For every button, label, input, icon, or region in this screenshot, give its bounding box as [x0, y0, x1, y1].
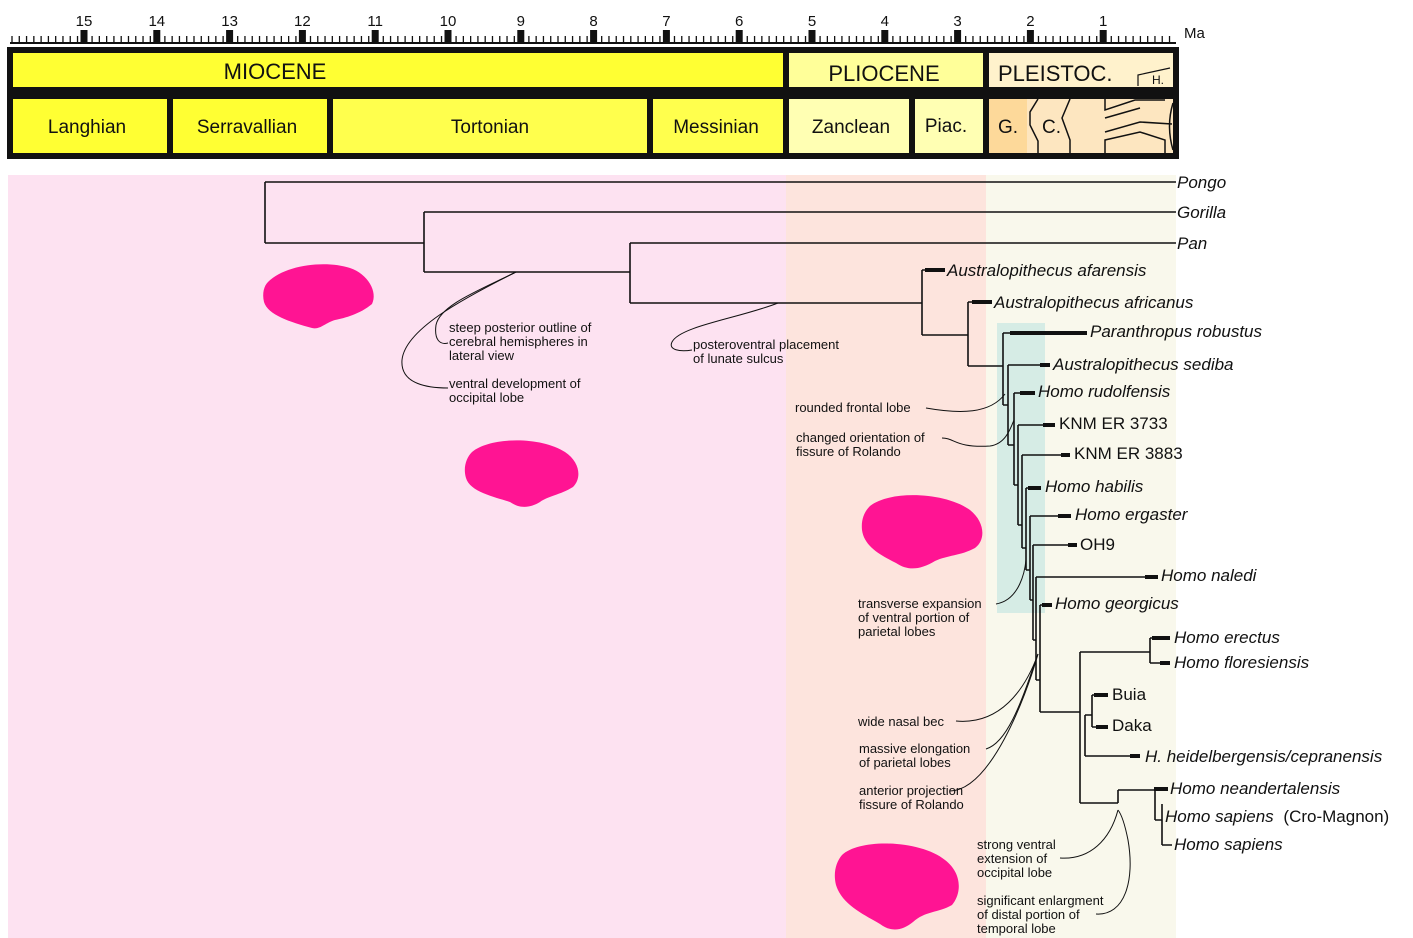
taxon-sapiens: Homo sapiens [1174, 835, 1283, 854]
tick-label-15: 15 [76, 13, 93, 30]
note-frontal-1: rounded frontal lobe [795, 400, 911, 415]
homo-highlight-zone [997, 323, 1045, 613]
note-parietal-1: transverse expansion [858, 596, 982, 611]
tick-label-12: 12 [294, 13, 311, 30]
major-tick-5 [809, 30, 816, 43]
stage-gelasian-label: G. [998, 117, 1018, 138]
note-elong-1: massive elongation [859, 741, 970, 756]
taxon-robustus: Paranthropus robustus [1090, 322, 1262, 341]
taxon-erectus: Homo erectus [1174, 628, 1280, 647]
major-tick-13 [226, 30, 233, 43]
taxon-pongo: Pongo [1177, 173, 1226, 192]
tick-label-13: 13 [221, 13, 238, 30]
taxon-rudolfensis: Homo rudolfensis [1038, 382, 1171, 401]
note-rolando-2: fissure of Rolando [796, 444, 901, 459]
miocene-zone [8, 175, 786, 938]
taxon-oh9: OH9 [1080, 535, 1115, 554]
taxon-floresiensis: Homo floresiensis [1174, 653, 1310, 672]
note-parietal-3: parietal lobes [858, 624, 936, 639]
stage-messinian-label: Messinian [673, 117, 759, 138]
note-antproj-1: anterior projection [859, 783, 963, 798]
stage-piacenzian-label: Piac. [925, 116, 967, 137]
note-parietal-2: of ventral portion of [858, 610, 970, 625]
epoch-pliocene-label: PLIOCENE [828, 61, 939, 86]
tick-label-4: 4 [881, 13, 889, 30]
major-tick-3 [954, 30, 961, 43]
tick-label-6: 6 [735, 13, 743, 30]
note-occip-3: occipital lobe [977, 865, 1052, 880]
major-tick-10 [445, 30, 452, 43]
note-steep-2: cerebral hemispheres in [449, 334, 588, 349]
taxon-sapiens-cromagnon-suffix: (Cro-Magnon) [1283, 807, 1389, 826]
major-tick-2 [1027, 30, 1034, 43]
major-tick-14 [153, 30, 160, 43]
note-nasal-1: wide nasal bec [857, 714, 944, 729]
taxon-heidelbergensis: H. heidelbergensis/cepranensis [1145, 747, 1383, 766]
note-lunate-2: of lunate sulcus [693, 351, 784, 366]
note-ventral-2: occipital lobe [449, 390, 524, 405]
epoch-pleistocene-label: PLEISTOC. [998, 61, 1113, 86]
taxon-habilis: Homo habilis [1045, 477, 1144, 496]
tick-label-1: 1 [1099, 13, 1107, 30]
taxon-pan: Pan [1177, 234, 1207, 253]
stage-serravallian-label: Serravallian [197, 117, 297, 138]
stage-calabrian-label: C. [1042, 117, 1061, 138]
note-temporal-1: significant enlargment [977, 893, 1104, 908]
major-tick-1 [1100, 30, 1107, 43]
background-zones [8, 175, 1176, 938]
major-tick-4 [881, 30, 888, 43]
taxon-buia: Buia [1112, 685, 1147, 704]
major-tick-8 [590, 30, 597, 43]
tick-label-9: 9 [517, 13, 525, 30]
taxon-afarensis: Australopithecus afarensis [946, 261, 1147, 280]
taxon-daka: Daka [1112, 716, 1152, 735]
tick-label-5: 5 [808, 13, 816, 30]
note-lunate-1: posteroventral placement [693, 337, 839, 352]
tick-label-8: 8 [589, 13, 597, 30]
epoch-holocene-label: H. [1152, 73, 1164, 87]
tick-label-3: 3 [953, 13, 961, 30]
major-tick-9 [517, 30, 524, 43]
note-temporal-2: of distal portion of [977, 907, 1080, 922]
timescale-unit: Ma [1184, 25, 1205, 42]
taxon-sediba: Australopithecus sediba [1052, 355, 1234, 374]
timescale-major-ticks: 15 14 13 12 11 10 9 8 7 6 5 4 3 2 1 [76, 13, 1108, 43]
note-rolando-1: changed orientation of [796, 430, 925, 445]
note-ventral-1: ventral development of [449, 376, 581, 391]
note-steep-3: lateral view [449, 348, 515, 363]
major-tick-12 [299, 30, 306, 43]
note-temporal-3: temporal lobe [977, 921, 1056, 936]
note-antproj-2: fissure of Rolando [859, 797, 964, 812]
taxon-ergaster: Homo ergaster [1075, 505, 1189, 524]
taxon-gorilla: Gorilla [1177, 203, 1226, 222]
stage-zanclean-label: Zanclean [812, 117, 890, 138]
tick-label-10: 10 [440, 13, 457, 30]
epoch-miocene [10, 50, 786, 90]
taxon-sapiens-cromagnon: Homo sapiens (Cro-Magnon) [1165, 807, 1389, 826]
stage-tortonian-label: Tortonian [451, 117, 529, 138]
major-tick-7 [663, 30, 670, 43]
major-tick-11 [372, 30, 379, 43]
major-tick-6 [736, 30, 743, 43]
taxon-naledi: Homo naledi [1161, 566, 1258, 585]
note-steep-1: steep posterior outline of [449, 320, 592, 335]
epoch-miocene-label: MIOCENE [224, 59, 327, 84]
taxon-africanus: Australopithecus africanus [993, 293, 1194, 312]
major-tick-15 [81, 30, 88, 43]
taxon-er3883: KNM ER 3883 [1074, 444, 1183, 463]
taxon-sapiens-cromagnon-name: Homo sapiens [1165, 807, 1274, 826]
note-occip-2: extension of [977, 851, 1047, 866]
note-occip-1: strong ventral [977, 837, 1056, 852]
stage-langhian-label: Langhian [48, 117, 126, 138]
taxon-georgicus: Homo georgicus [1055, 594, 1179, 613]
tick-label-2: 2 [1026, 13, 1034, 30]
tick-label-7: 7 [662, 13, 670, 30]
tick-label-11: 11 [367, 13, 383, 30]
taxon-neandertalensis: Homo neandertalensis [1170, 779, 1341, 798]
tick-label-14: 14 [148, 13, 165, 30]
taxon-er3733: KNM ER 3733 [1059, 414, 1168, 433]
note-elong-2: of parietal lobes [859, 755, 951, 770]
timescale: 15 14 13 12 11 10 9 8 7 6 5 4 3 2 1 Ma MIOCENE PLIOCEN… [10, 13, 1205, 156]
